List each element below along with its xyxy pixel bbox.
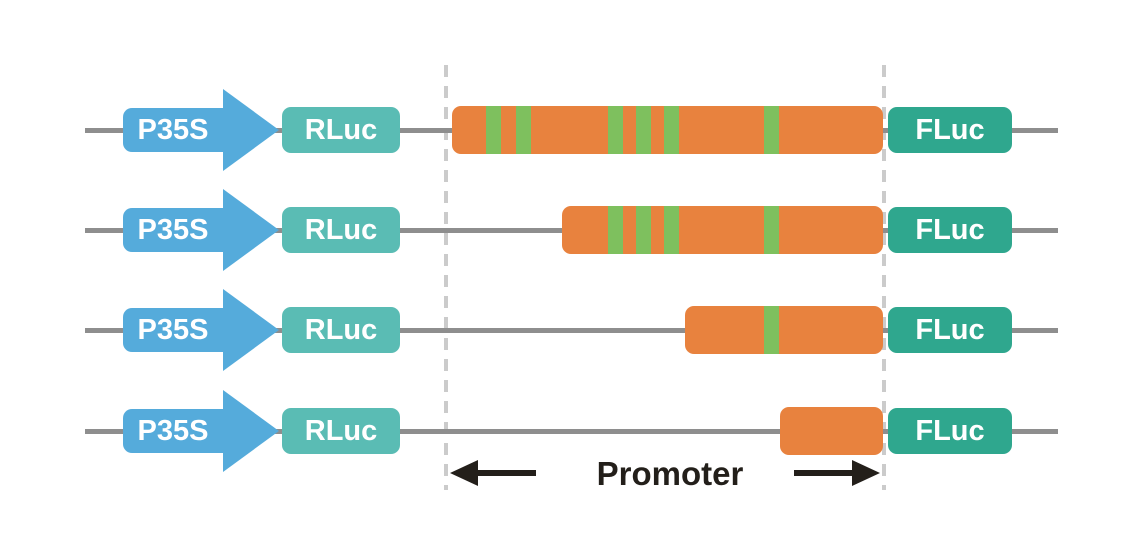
p35s-promoter-arrow: P35S [123, 409, 223, 453]
cis-element-stripe [636, 206, 651, 254]
rluc-label: RLuc [304, 113, 378, 146]
rluc-gene-box: RLuc [282, 408, 400, 454]
cis-element-stripe [764, 206, 779, 254]
cis-element-stripe [636, 106, 651, 154]
p35s-label: P35S [137, 113, 209, 146]
promoter-left-boundary-dashed-line [444, 65, 448, 490]
p35s-promoter-arrow: P35S [123, 308, 223, 352]
fluc-label: FLuc [915, 414, 985, 447]
promoter-right-boundary-dashed-line [882, 65, 886, 490]
p35s-arrowhead [223, 289, 279, 371]
fluc-gene-box: FLuc [888, 408, 1012, 454]
rluc-label: RLuc [304, 414, 378, 447]
promoter-fragment-bar [780, 407, 883, 455]
promoter-fragment-bar [685, 306, 883, 354]
rluc-label: RLuc [304, 313, 378, 346]
left-arrow-icon [448, 459, 538, 487]
right-arrow-icon [792, 459, 882, 487]
backbone-line [85, 328, 1058, 333]
promoter-fragment-bar [562, 206, 883, 254]
p35s-promoter-arrow: P35S [123, 208, 223, 252]
cis-element-stripe [764, 106, 779, 154]
cis-element-stripe [608, 206, 623, 254]
fluc-gene-box: FLuc [888, 207, 1012, 253]
fluc-gene-box: FLuc [888, 107, 1012, 153]
fluc-label: FLuc [915, 313, 985, 346]
fluc-label: FLuc [915, 113, 985, 146]
p35s-label: P35S [137, 313, 209, 346]
cis-element-stripe [764, 306, 779, 354]
rluc-label: RLuc [304, 213, 378, 246]
rluc-gene-box: RLuc [282, 107, 400, 153]
cis-element-stripe [664, 106, 679, 154]
cis-element-stripe [516, 106, 531, 154]
rluc-gene-box: RLuc [282, 307, 400, 353]
fluc-gene-box: FLuc [888, 307, 1012, 353]
cis-element-stripe [664, 206, 679, 254]
p35s-arrowhead [223, 390, 279, 472]
p35s-promoter-arrow: P35S [123, 108, 223, 152]
fluc-label: FLuc [915, 213, 985, 246]
p35s-label: P35S [137, 213, 209, 246]
p35s-arrowhead [223, 89, 279, 171]
rluc-gene-box: RLuc [282, 207, 400, 253]
backbone-line [85, 429, 1058, 434]
cis-element-stripe [486, 106, 501, 154]
promoter-fragment-bar [452, 106, 883, 154]
p35s-label: P35S [137, 414, 209, 447]
cis-element-stripe [608, 106, 623, 154]
promoter-region-label: Promoter [596, 455, 744, 492]
p35s-arrowhead [223, 189, 279, 271]
